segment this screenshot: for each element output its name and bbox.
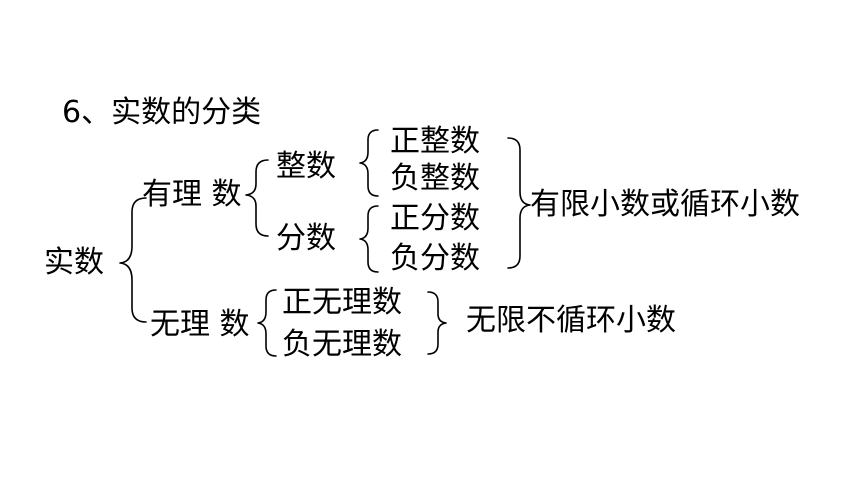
fraction-label: 分数 — [276, 221, 336, 256]
brace-root — [119, 197, 147, 323]
brace-rational-closing — [507, 137, 531, 269]
integer-label: 整数 — [276, 149, 336, 184]
rational-note: 有限小数或循环小数 — [530, 187, 800, 222]
brace-rational — [245, 159, 269, 237]
brace-integer — [359, 129, 379, 197]
rational-label: 有理 数 — [142, 177, 242, 212]
brace-fraction — [359, 205, 379, 273]
irrational-note: 无限不循环小数 — [466, 303, 676, 338]
positive-irrational-label: 正无理数 — [282, 285, 402, 320]
positive-integer-label: 正整数 — [390, 124, 480, 159]
negative-irrational-label: 负无理数 — [282, 327, 402, 362]
root-label: 实数 — [44, 245, 104, 280]
brace-irrational — [257, 289, 277, 357]
irrational-label: 无理 数 — [150, 307, 250, 342]
positive-fraction-label: 正分数 — [390, 201, 480, 236]
negative-fraction-label: 负分数 — [390, 241, 480, 276]
brace-irrational-closing — [427, 291, 447, 355]
section-title: 6、实数的分类 — [62, 95, 262, 130]
negative-integer-label: 负整数 — [390, 161, 480, 196]
